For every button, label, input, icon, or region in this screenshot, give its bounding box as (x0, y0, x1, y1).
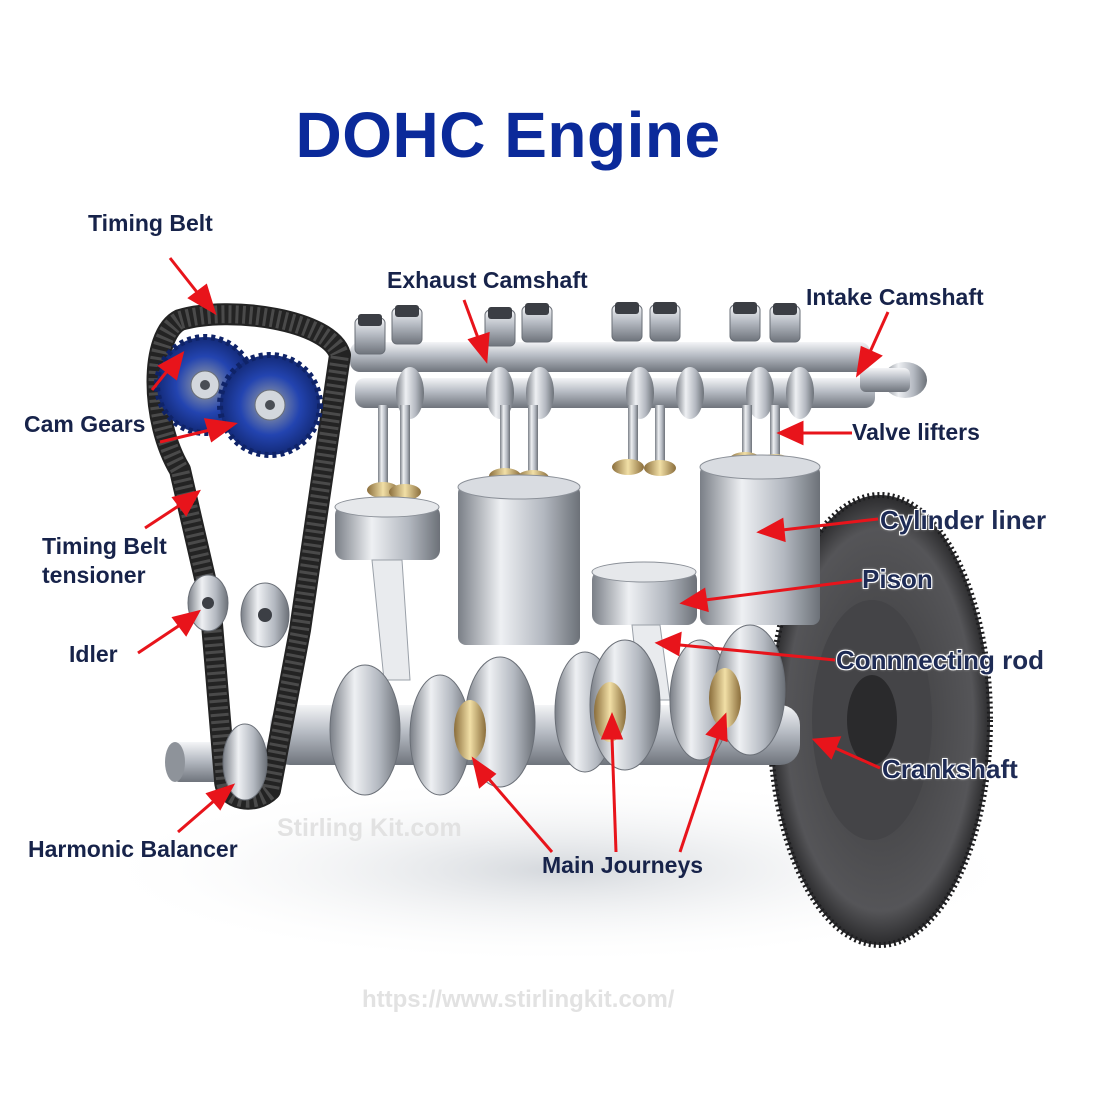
watermark-brand: Stirling Kit.com (277, 814, 462, 842)
arrow-main-journey-3 (678, 712, 728, 853)
watermark-url: https://www.stirlingkit.com/ (362, 986, 675, 1013)
idler-pulleys (187, 574, 290, 648)
label-cylinder-liner: Cylinder liner (880, 505, 1047, 535)
label-intake-camshaft: Intake Camshaft (806, 284, 984, 310)
arrow-exhaust-camshaft (462, 299, 490, 364)
label-piston: Pison (862, 564, 933, 594)
label-crankshaft: Crankshaft (882, 754, 1018, 784)
arrow-timing-belt (168, 257, 217, 316)
arrow-idler (137, 609, 201, 655)
arrow-connecting-rod (654, 631, 836, 662)
arrow-crankshaft (811, 736, 881, 770)
label-timing-belt: Timing Belt (88, 210, 213, 236)
arrow-valve-lifters (776, 420, 852, 446)
label-connecting-rod: Connnecting rod (836, 645, 1044, 675)
camshaft-assembly (350, 302, 927, 419)
label-timing-belt-tensioner-line2: tensioner (42, 562, 146, 588)
arrow-main-journey-2 (600, 712, 624, 853)
pointer-arrows (137, 257, 890, 853)
label-cam-gears: Cam Gears (24, 411, 146, 437)
pistons (334, 496, 697, 625)
cam-gear-right (217, 352, 323, 458)
arrow-harmonic-balancer (177, 783, 236, 834)
page-title: DOHC Engine (295, 99, 721, 171)
arrow-cam-gear-right (159, 418, 238, 444)
label-harmonic-balancer: Harmonic Balancer (28, 836, 238, 862)
harmonic-balancer (222, 723, 268, 801)
label-exhaust-camshaft: Exhaust Camshaft (387, 267, 588, 293)
label-main-journeys: Main Journeys (542, 852, 704, 878)
arrow-timing-belt-tensioner (144, 489, 201, 530)
cylinder-liners (457, 454, 821, 645)
label-idler: Idler (69, 641, 118, 667)
label-valve-lifters: Valve lifters (852, 419, 980, 445)
arrow-main-journey-1 (471, 756, 554, 853)
arrow-piston (679, 578, 863, 613)
label-timing-belt-tensioner-line1: Timing Belt (42, 533, 167, 559)
arrow-cam-gear-left (150, 351, 185, 391)
arrow-intake-camshaft (855, 311, 890, 378)
flywheel (767, 492, 993, 948)
arrow-cylinder-liner (756, 517, 879, 543)
